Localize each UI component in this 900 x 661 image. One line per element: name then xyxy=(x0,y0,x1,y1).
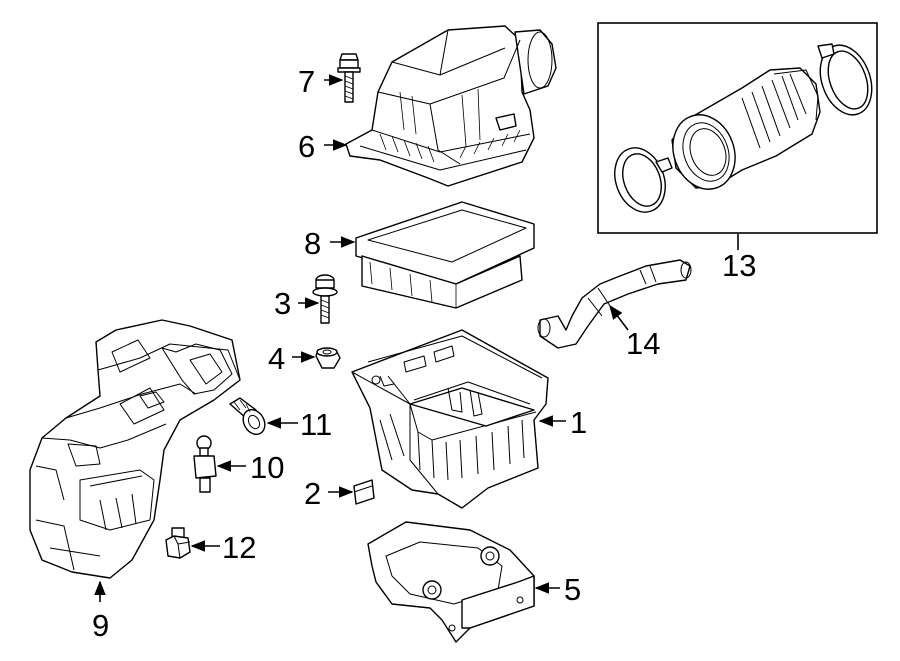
mounting-bracket xyxy=(367,521,535,643)
stud-10 xyxy=(193,435,217,493)
callout-1: 1 xyxy=(570,405,587,440)
callout-14: 14 xyxy=(626,326,660,361)
air-filter-element xyxy=(355,201,535,309)
callout-13: 13 xyxy=(722,248,756,283)
intake-resonator xyxy=(29,319,241,579)
leader-lines xyxy=(94,74,739,602)
bolt-11 xyxy=(229,397,266,436)
callout-12: 12 xyxy=(222,530,256,565)
clip-2 xyxy=(353,479,375,505)
callout-labels: 7 6 8 3 4 1 2 5 9 10 11 12 13 14 xyxy=(92,64,756,643)
grommet-4 xyxy=(315,347,341,369)
callout-6: 6 xyxy=(298,129,315,164)
part-13-inset xyxy=(597,22,878,234)
air-cleaner-cover xyxy=(345,25,557,187)
nut-12 xyxy=(165,527,191,559)
bolt-7 xyxy=(337,53,361,103)
callout-9: 9 xyxy=(92,608,109,643)
callout-2: 2 xyxy=(304,476,321,511)
callout-7: 7 xyxy=(298,64,315,99)
callout-8: 8 xyxy=(304,226,321,261)
callout-10: 10 xyxy=(250,450,284,485)
callout-11: 11 xyxy=(300,407,332,442)
air-cleaner-housing xyxy=(351,329,549,509)
bolt-3 xyxy=(312,274,338,324)
callout-4: 4 xyxy=(268,341,285,376)
callout-3: 3 xyxy=(274,286,291,321)
callout-5: 5 xyxy=(564,572,581,607)
breather-hose xyxy=(537,259,692,349)
